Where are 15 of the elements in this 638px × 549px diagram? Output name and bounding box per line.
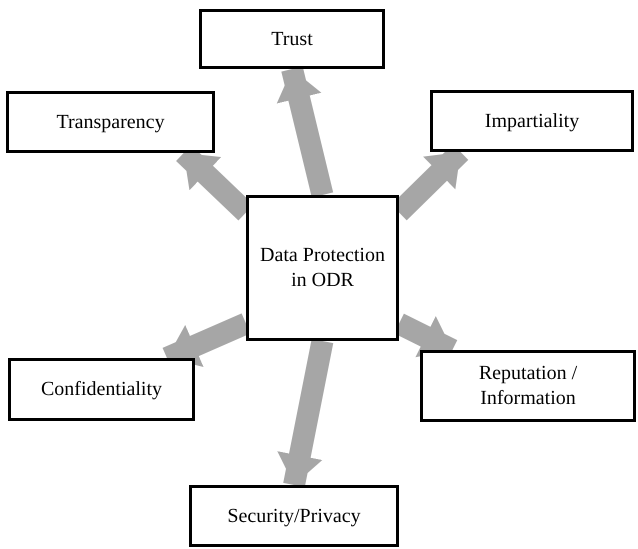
concept-box bbox=[246, 195, 399, 341]
node-label: Impartiality bbox=[484, 108, 580, 134]
concept-box bbox=[189, 485, 399, 547]
concept-box bbox=[420, 350, 636, 422]
node-label: Reputation / Information bbox=[478, 361, 578, 411]
node-label: Trust bbox=[271, 26, 313, 52]
block-arrow bbox=[277, 338, 334, 488]
concept-box bbox=[199, 9, 385, 69]
node-label: Confidentiality bbox=[40, 377, 162, 402]
concept-box bbox=[430, 90, 634, 152]
concept-box bbox=[6, 91, 215, 153]
concept-box bbox=[8, 358, 195, 421]
node-label: Transparency bbox=[56, 110, 165, 134]
node-label: Data Protection in ODR bbox=[260, 243, 385, 293]
node-label: Security/Privacy bbox=[227, 504, 361, 528]
